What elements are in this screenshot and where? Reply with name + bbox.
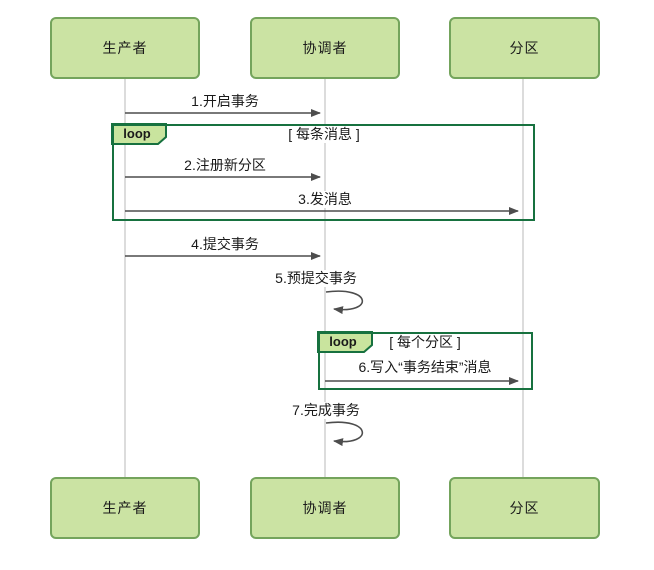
actor-top-producer: 生产者 bbox=[50, 17, 200, 79]
actor-bottom-partition-label: 分区 bbox=[509, 500, 540, 516]
message-3-label: 3.发消息 bbox=[295, 191, 355, 208]
actor-bottom-coordinator: 协调者 bbox=[250, 477, 400, 539]
message-4-label: 4.提交事务 bbox=[188, 236, 262, 253]
message-5-label: 5.预提交事务 bbox=[272, 270, 360, 287]
actor-bottom-producer: 生产者 bbox=[50, 477, 200, 539]
loop-2-condition-label: [ 每个分区 ] bbox=[386, 334, 464, 351]
actor-bottom-producer-label: 生产者 bbox=[102, 500, 148, 516]
message-1-label: 1.开启事务 bbox=[188, 93, 262, 110]
actor-bottom-partition: 分区 bbox=[449, 477, 600, 539]
actor-top-producer-label: 生产者 bbox=[102, 40, 148, 56]
actor-top-partition: 分区 bbox=[449, 17, 600, 79]
loop-1-frame bbox=[112, 124, 535, 221]
actor-bottom-coordinator-label: 协调者 bbox=[302, 500, 348, 516]
message-6-label: 6.写入“事务结束”消息 bbox=[355, 359, 495, 376]
actor-top-coordinator: 协调者 bbox=[250, 17, 400, 79]
loop-2-frame bbox=[318, 332, 533, 390]
message-7-label: 7.完成事务 bbox=[289, 402, 363, 419]
message-5-self-loop-arrow bbox=[325, 290, 364, 315]
message-7-self-loop-arrow bbox=[325, 421, 364, 447]
loop-1-operator-label: loop bbox=[123, 126, 151, 141]
actor-top-coordinator-label: 协调者 bbox=[302, 40, 348, 56]
loop-2-operator-label: loop bbox=[329, 334, 357, 349]
message-2-label: 2.注册新分区 bbox=[181, 157, 269, 174]
actor-top-partition-label: 分区 bbox=[509, 40, 540, 56]
loop-1-condition-label: [ 每条消息 ] bbox=[285, 126, 363, 143]
